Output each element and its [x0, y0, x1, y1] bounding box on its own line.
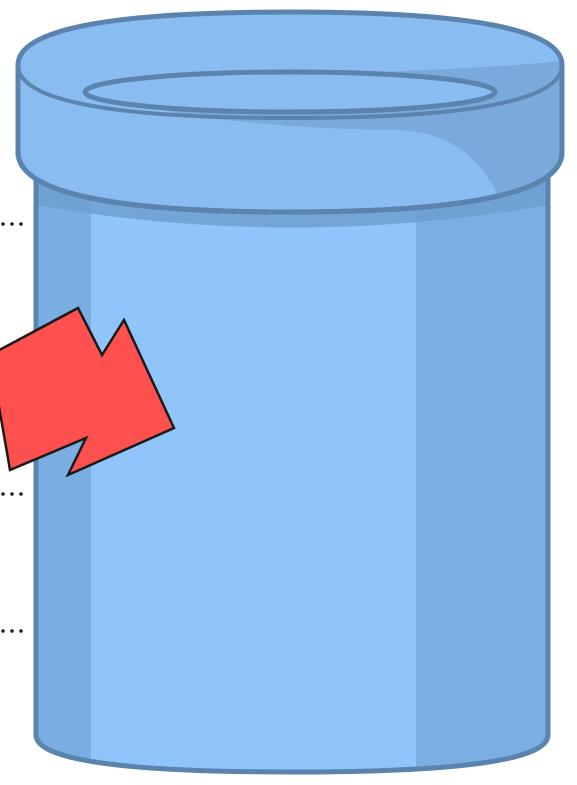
jar-body [36, 170, 551, 780]
jar-lid [18, 12, 570, 212]
level-line-4 [1, 629, 23, 633]
level-line-2 [1, 222, 23, 226]
level-line-3 [1, 492, 23, 496]
